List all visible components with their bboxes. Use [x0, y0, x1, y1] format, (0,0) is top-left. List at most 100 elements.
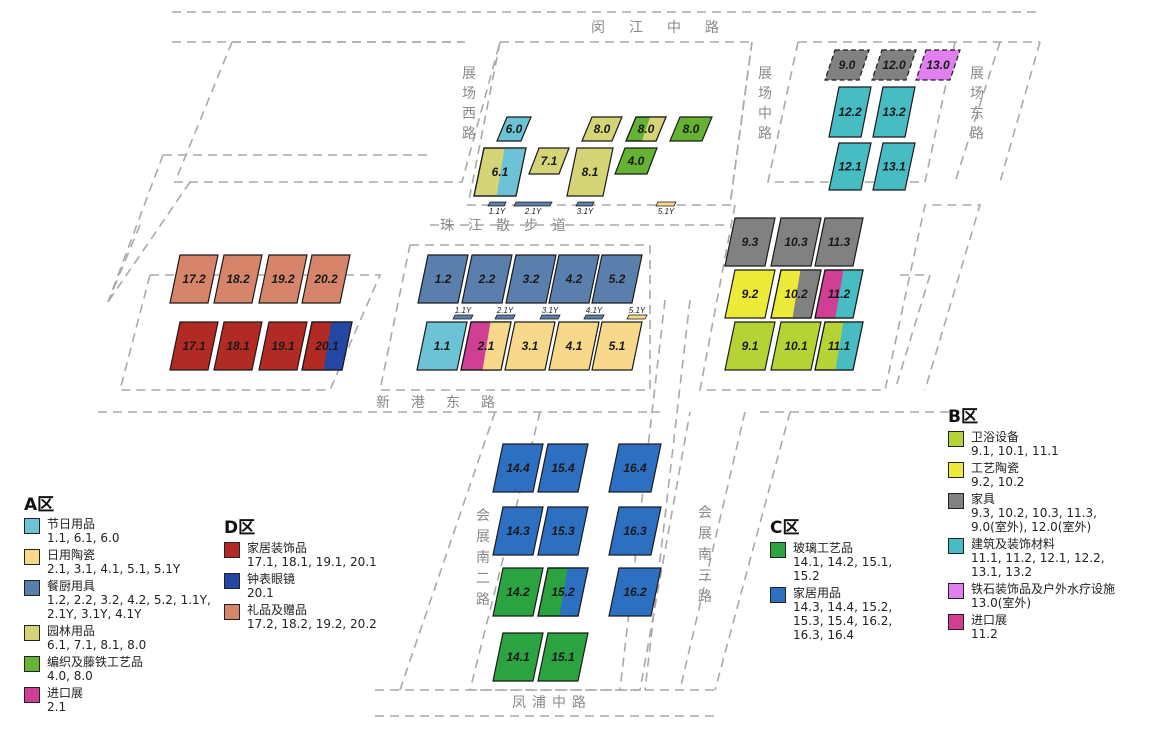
- annex-strip-1.1Y[interactable]: 1.1Y: [452, 306, 474, 320]
- exhibition-hall-3.1[interactable]: 3.1: [504, 321, 556, 371]
- exhibition-hall-16.2[interactable]: 16.2: [608, 567, 662, 617]
- legend-category-name: 卫浴设备: [971, 430, 1020, 444]
- annex-strip-3.1Y[interactable]: 3.1Y: [575, 201, 595, 216]
- hall-shape: [258, 321, 308, 371]
- exhibition-hall-11.1[interactable]: 11.1: [814, 321, 864, 371]
- exhibition-hall-1.1[interactable]: 1.1: [416, 321, 468, 371]
- exhibition-hall-15.3[interactable]: 15.3: [537, 506, 589, 556]
- legend-hall-codes: 9.2, 10.2: [971, 475, 1025, 489]
- exhibition-hall-11.2[interactable]: 11.2: [814, 269, 864, 319]
- exhibition-hall-18.2[interactable]: 18.2: [213, 254, 263, 304]
- exhibition-hall-17.2[interactable]: 17.2: [169, 254, 219, 304]
- legend-swatch: [948, 583, 964, 599]
- hall-label: 4.0: [627, 154, 645, 168]
- exhibition-hall-14.3[interactable]: 14.3: [492, 506, 544, 556]
- exhibition-hall-12.1[interactable]: 12.1: [828, 142, 872, 191]
- exhibition-hall-16.3[interactable]: 16.3: [608, 506, 662, 556]
- strip-label: 5.1Y: [658, 207, 675, 216]
- exhibition-hall-19.1[interactable]: 19.1: [258, 321, 308, 371]
- hall-split-shape: [642, 117, 666, 141]
- hall-label: 9.2: [742, 287, 759, 301]
- exhibition-hall-10.1[interactable]: 10.1: [770, 321, 822, 371]
- annex-strip-2.1Y[interactable]: 2.1Y: [513, 201, 553, 216]
- exhibition-hall-15.1[interactable]: 15.1: [537, 632, 589, 682]
- exhibition-hall-9.1[interactable]: 9.1: [724, 321, 776, 371]
- exhibition-hall-15.2[interactable]: 15.2: [537, 567, 589, 617]
- hall-shape: [608, 443, 662, 493]
- exhibition-hall-10.2[interactable]: 10.2: [770, 269, 822, 319]
- exhibition-hall-9.0[interactable]: 9.0: [824, 49, 870, 81]
- hall-shape: [461, 254, 513, 304]
- legend-category-name: 节日用品: [47, 517, 96, 531]
- hall-shape: [492, 567, 544, 617]
- hall-label: 14.3: [506, 524, 530, 538]
- hall-split-shape: [323, 322, 352, 370]
- exhibition-hall-14.4[interactable]: 14.4: [492, 443, 544, 493]
- exhibition-hall-18.1[interactable]: 18.1: [213, 321, 263, 371]
- exhibition-hall-13.2[interactable]: 13.2: [872, 86, 916, 138]
- hall-shape: [828, 86, 872, 138]
- hall-label: 4.1: [565, 339, 583, 353]
- exhibition-hall-8.1[interactable]: 8.1: [566, 147, 614, 197]
- legend-swatch: [224, 604, 240, 620]
- legend-hall-codes: 20.1: [247, 586, 274, 600]
- exhibition-hall-19.2[interactable]: 19.2: [258, 254, 308, 304]
- annex-strip-3.1Y[interactable]: 3.1Y: [539, 306, 561, 320]
- exhibition-hall-9.2[interactable]: 9.2: [724, 269, 776, 319]
- legend-category-name: 钟表眼镜: [247, 572, 296, 586]
- exhibition-hall-1.2[interactable]: 1.2: [417, 254, 469, 304]
- hall-shape: [591, 321, 643, 371]
- legend-category-name: 餐厨用具: [47, 579, 96, 593]
- exhibition-hall-15.4[interactable]: 15.4: [537, 443, 589, 493]
- exhibition-hall-13.1[interactable]: 13.1: [872, 142, 916, 191]
- exhibition-hall-2.2[interactable]: 2.2: [461, 254, 513, 304]
- hall-shape: [614, 147, 658, 175]
- exhibition-hall-3.2[interactable]: 3.2: [505, 254, 557, 304]
- strip-shape: [452, 314, 474, 320]
- exhibition-hall-8.0[interactable]: 8.0: [581, 116, 623, 142]
- legend-swatch: [770, 587, 786, 603]
- hall-label: 10.3: [784, 235, 808, 249]
- annex-strip-1.1Y[interactable]: 1.1Y: [487, 201, 507, 216]
- exhibition-hall-5.1[interactable]: 5.1: [591, 321, 643, 371]
- annex-strip-2.1Y[interactable]: 2.1Y: [494, 306, 516, 320]
- exhibition-hall-9.3[interactable]: 9.3: [724, 217, 776, 267]
- exhibition-hall-6.1[interactable]: 6.1: [473, 147, 527, 197]
- annex-strip-5.1Y[interactable]: 5.1Y: [655, 201, 677, 216]
- exhibition-hall-17.1[interactable]: 17.1: [169, 321, 219, 371]
- exhibition-hall-20.1[interactable]: 20.1: [301, 321, 353, 371]
- exhibition-hall-7.1[interactable]: 7.1: [528, 147, 570, 175]
- exhibition-hall-6.0[interactable]: 6.0: [496, 116, 532, 142]
- exhibition-hall-12.0[interactable]: 12.0: [871, 49, 917, 81]
- exhibition-hall-8.0[interactable]: 8.0: [625, 116, 667, 142]
- exhibition-hall-4.2[interactable]: 4.2: [548, 254, 600, 304]
- legend-category-name: 铁石装饰品及户外水疗设施: [971, 582, 1116, 596]
- exhibition-hall-14.2[interactable]: 14.2: [492, 567, 544, 617]
- exhibition-hall-2.1[interactable]: 2.1: [460, 321, 512, 371]
- exhibition-hall-16.4[interactable]: 16.4: [608, 443, 662, 493]
- hall-label: 8.0: [683, 122, 700, 136]
- exhibition-hall-11.3[interactable]: 11.3: [814, 217, 864, 267]
- exhibition-hall-4.0[interactable]: 4.0: [614, 147, 658, 175]
- hall-label: 8.0: [638, 122, 655, 136]
- strip-label: 3.1Y: [577, 207, 594, 216]
- hall-label: 20.2: [313, 272, 338, 286]
- hall-label: 6.0: [506, 122, 523, 136]
- annex-strip-5.1Y[interactable]: 5.1Y: [626, 306, 648, 320]
- exhibition-hall-14.1[interactable]: 14.1: [492, 632, 544, 682]
- exhibition-hall-20.2[interactable]: 20.2: [301, 254, 351, 304]
- exhibition-hall-4.1[interactable]: 4.1: [548, 321, 600, 371]
- annex-strip-4.1Y[interactable]: 4.1Y: [583, 306, 605, 320]
- exhibition-hall-12.2[interactable]: 12.2: [828, 86, 872, 138]
- exhibition-hall-8.0[interactable]: 8.0: [669, 116, 713, 142]
- exhibition-hall-10.3[interactable]: 10.3: [770, 217, 822, 267]
- exhibition-hall-5.2[interactable]: 5.2: [591, 254, 643, 304]
- legend-hall-codes: 9.3, 10.2, 10.3, 11.3, 9.0(室外), 12.0(室外): [971, 506, 1097, 534]
- exhibition-hall-13.0[interactable]: 13.0: [915, 49, 961, 81]
